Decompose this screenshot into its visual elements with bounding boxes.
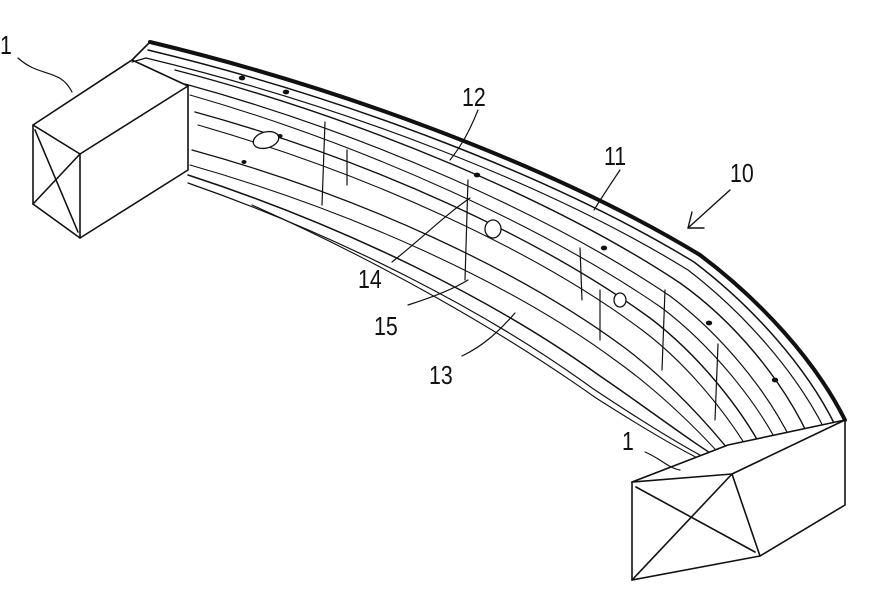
lower-flange-line-b <box>187 182 716 464</box>
leader-11 <box>593 169 621 211</box>
label-support-left: 1 <box>0 30 12 60</box>
leader-1-right <box>644 451 681 471</box>
panel-dividers <box>321 121 719 421</box>
upper-flange-line-a <box>174 69 809 436</box>
left-crash-box <box>32 59 189 239</box>
web-openings <box>252 130 627 308</box>
label-lower-flange: 13 <box>429 360 453 390</box>
label-upper-rib: 14 <box>358 264 382 294</box>
label-lower-rib: 15 <box>374 311 398 341</box>
label-bumper-assembly: 10 <box>730 158 754 188</box>
upper-rib-line <box>194 111 765 453</box>
label-upper-flange: 12 <box>462 82 486 112</box>
leader-15 <box>407 279 469 306</box>
front-wall-line <box>147 49 836 426</box>
leader-14 <box>391 197 471 263</box>
label-support-right: 1 <box>622 426 634 456</box>
leader-lines <box>17 57 731 471</box>
lower-flange-line-a <box>187 174 726 463</box>
lower-rib-line <box>191 149 736 459</box>
leader-13 <box>461 312 516 357</box>
leader-1-left <box>17 57 73 93</box>
label-front-wall: 11 <box>604 141 627 171</box>
upper-flange-line-b <box>184 83 793 443</box>
right-crash-box <box>631 419 846 581</box>
bumper-beam <box>131 40 847 464</box>
leader-12 <box>449 109 479 161</box>
front-wall-top-edge <box>148 40 847 422</box>
flange-holes <box>238 75 779 383</box>
leader-10 <box>687 189 731 229</box>
